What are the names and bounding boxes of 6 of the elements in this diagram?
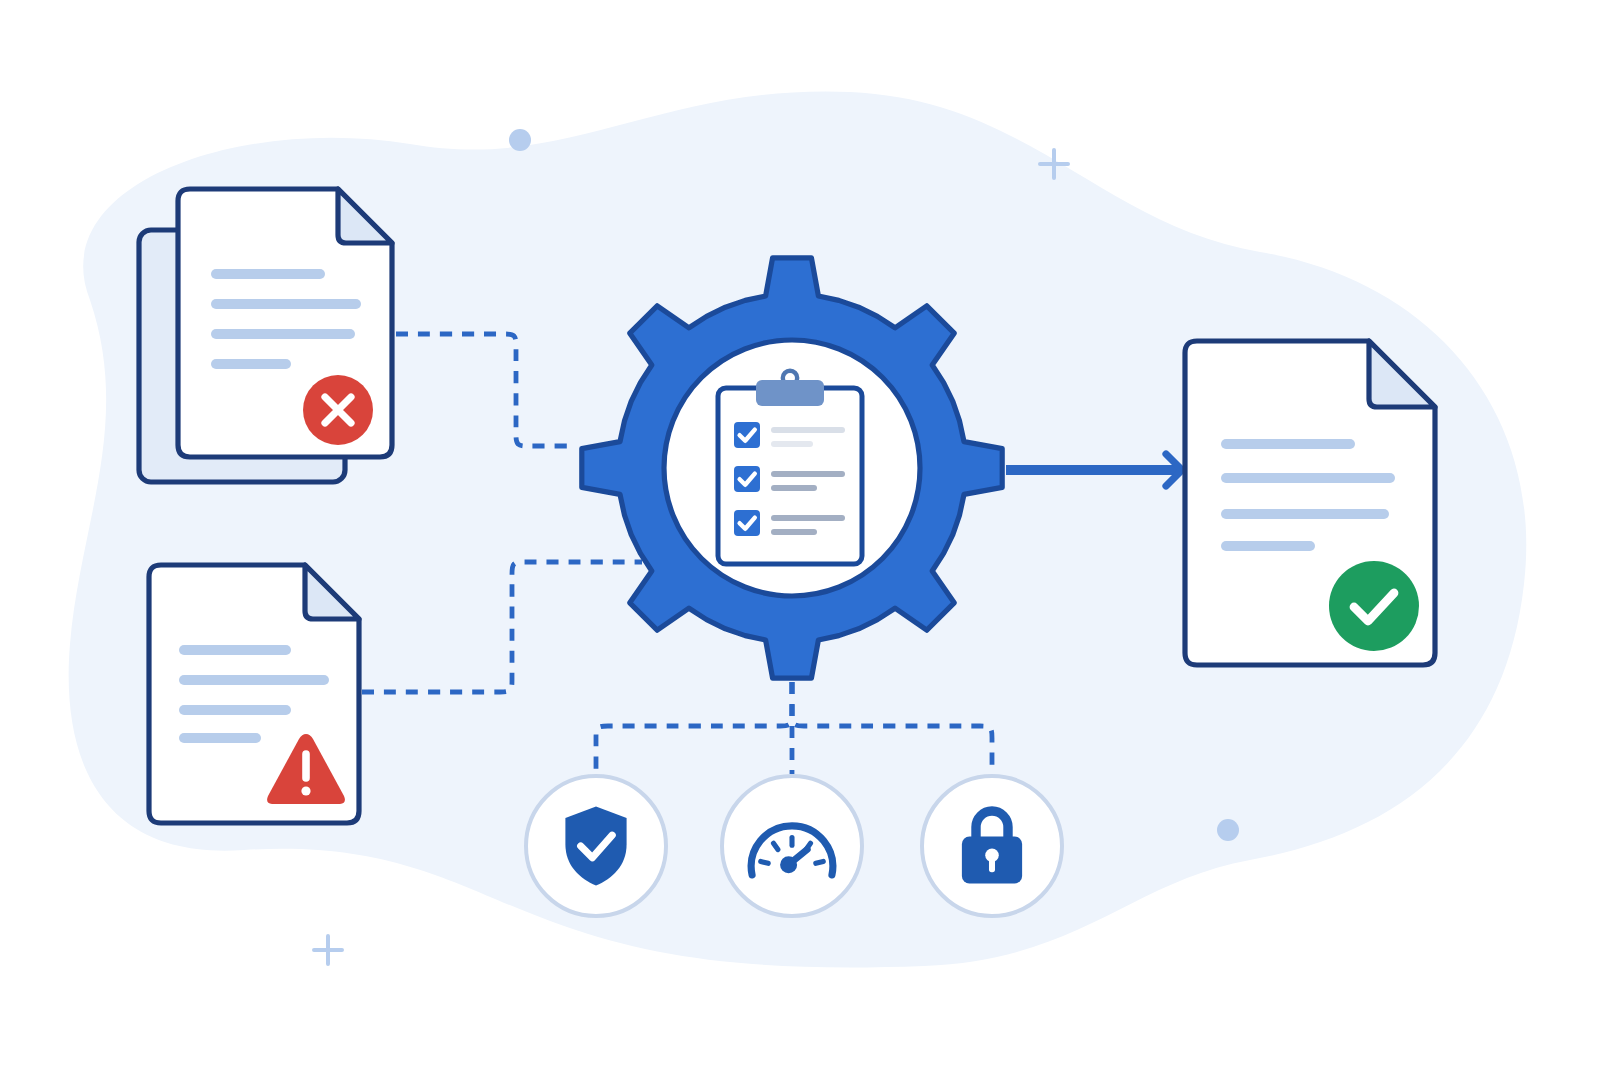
gear-illustration [576,252,1008,684]
document [146,562,362,826]
dashed-connector [362,559,642,695]
document [1182,338,1438,668]
arrow [1006,450,1186,490]
document-stack [136,186,396,486]
